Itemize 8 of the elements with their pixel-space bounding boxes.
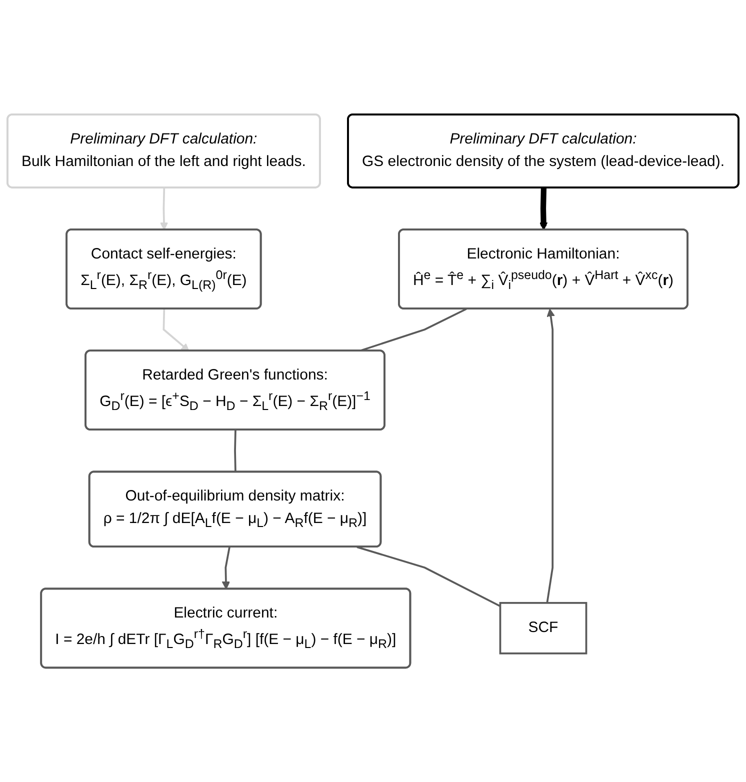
node-box: SCF xyxy=(499,602,588,654)
connector xyxy=(234,430,236,472)
arrow xyxy=(160,188,168,230)
arrow xyxy=(546,308,555,603)
connector xyxy=(356,546,501,607)
arrow xyxy=(162,308,190,352)
arrow xyxy=(222,546,230,590)
arrow xyxy=(539,188,548,230)
